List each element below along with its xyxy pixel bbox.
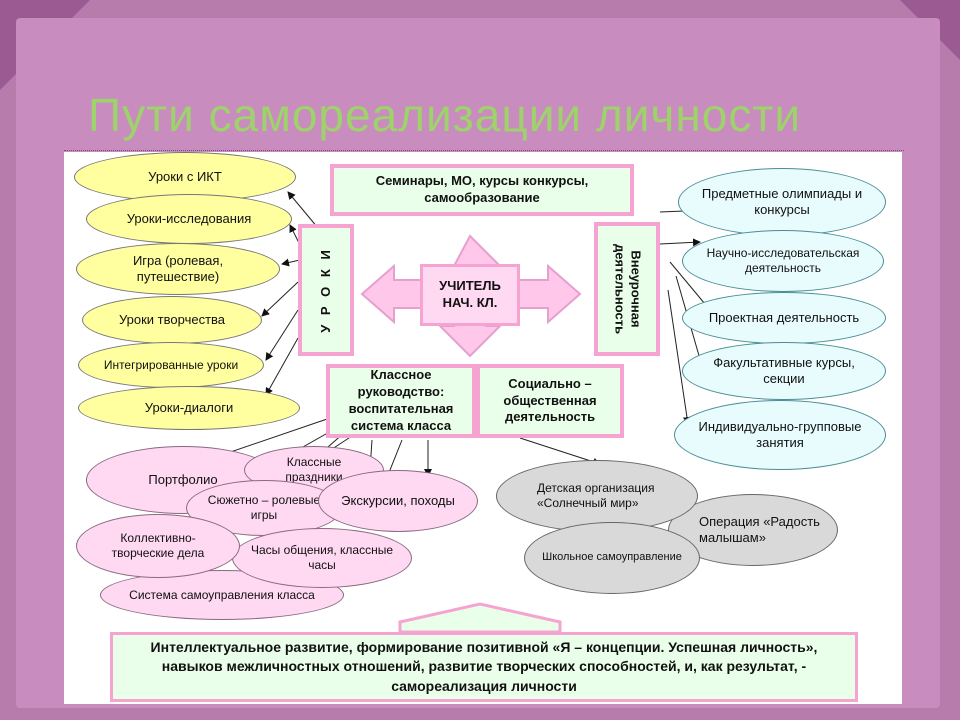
classroom-box: Классное руководство: воспитательная сис… — [326, 364, 476, 438]
extra-individual: Индивидуально-групповые занятия — [674, 400, 886, 470]
social-label: Социально – общественная деятельность — [503, 375, 597, 425]
result-box: Интеллектуальное развитие, формирование … — [110, 632, 858, 702]
result-up-arrow — [398, 602, 562, 634]
extra-research: Научно-исследовательская деятельность — [682, 230, 884, 292]
center-box: УЧИТЕЛЬ НАЧ. КЛ. — [420, 264, 520, 326]
social-box: Социально – общественная деятельность — [476, 364, 624, 438]
extra-electives: Факультативные курсы, секции — [682, 342, 886, 400]
lessons-box: У Р О К И — [298, 224, 354, 356]
seminars-box: Семинары, МО, курсы конкурсы, самообразо… — [330, 164, 634, 216]
lesson-creative: Уроки творчества — [82, 296, 262, 344]
class-excursions: Экскурсии, походы — [318, 470, 478, 532]
lesson-dialogues: Уроки-диалоги — [78, 386, 300, 430]
lesson-research: Уроки-исследования — [86, 194, 292, 244]
social-school-government: Школьное самоуправление — [524, 522, 700, 594]
social-children-org: Детская организация «Солнечный мир» — [496, 460, 698, 532]
class-collective: Коллективно-творческие дела — [76, 514, 240, 578]
lesson-game: Игра (ролевая, путешествие) — [76, 243, 280, 295]
extra-olympiads: Предметные олимпиады и конкурсы — [678, 168, 886, 236]
arrow-to-lesson-1 — [287, 191, 319, 229]
result-label: Интеллектуальное развитие, формирование … — [150, 638, 818, 694]
title-divider — [64, 150, 904, 151]
class-hours: Часы общения, классные часы — [232, 528, 412, 588]
extracurricular-label: Внеурочная деятельность — [612, 243, 644, 335]
extra-project: Проектная деятельность — [682, 292, 886, 344]
classroom-label: Классное руководство: воспитательная сис… — [348, 367, 454, 433]
lesson-integrated: Интегрированные уроки — [78, 342, 264, 388]
seminars-label: Семинары, МО, курсы конкурсы, самообразо… — [375, 173, 589, 205]
center-label: УЧИТЕЛЬ НАЧ. КЛ. — [439, 278, 501, 310]
slide-title: Пути самореализации личности — [88, 89, 802, 141]
lessons-label: У Р О К И — [317, 247, 333, 333]
extracurricular-box: Внеурочная деятельность — [594, 222, 660, 356]
